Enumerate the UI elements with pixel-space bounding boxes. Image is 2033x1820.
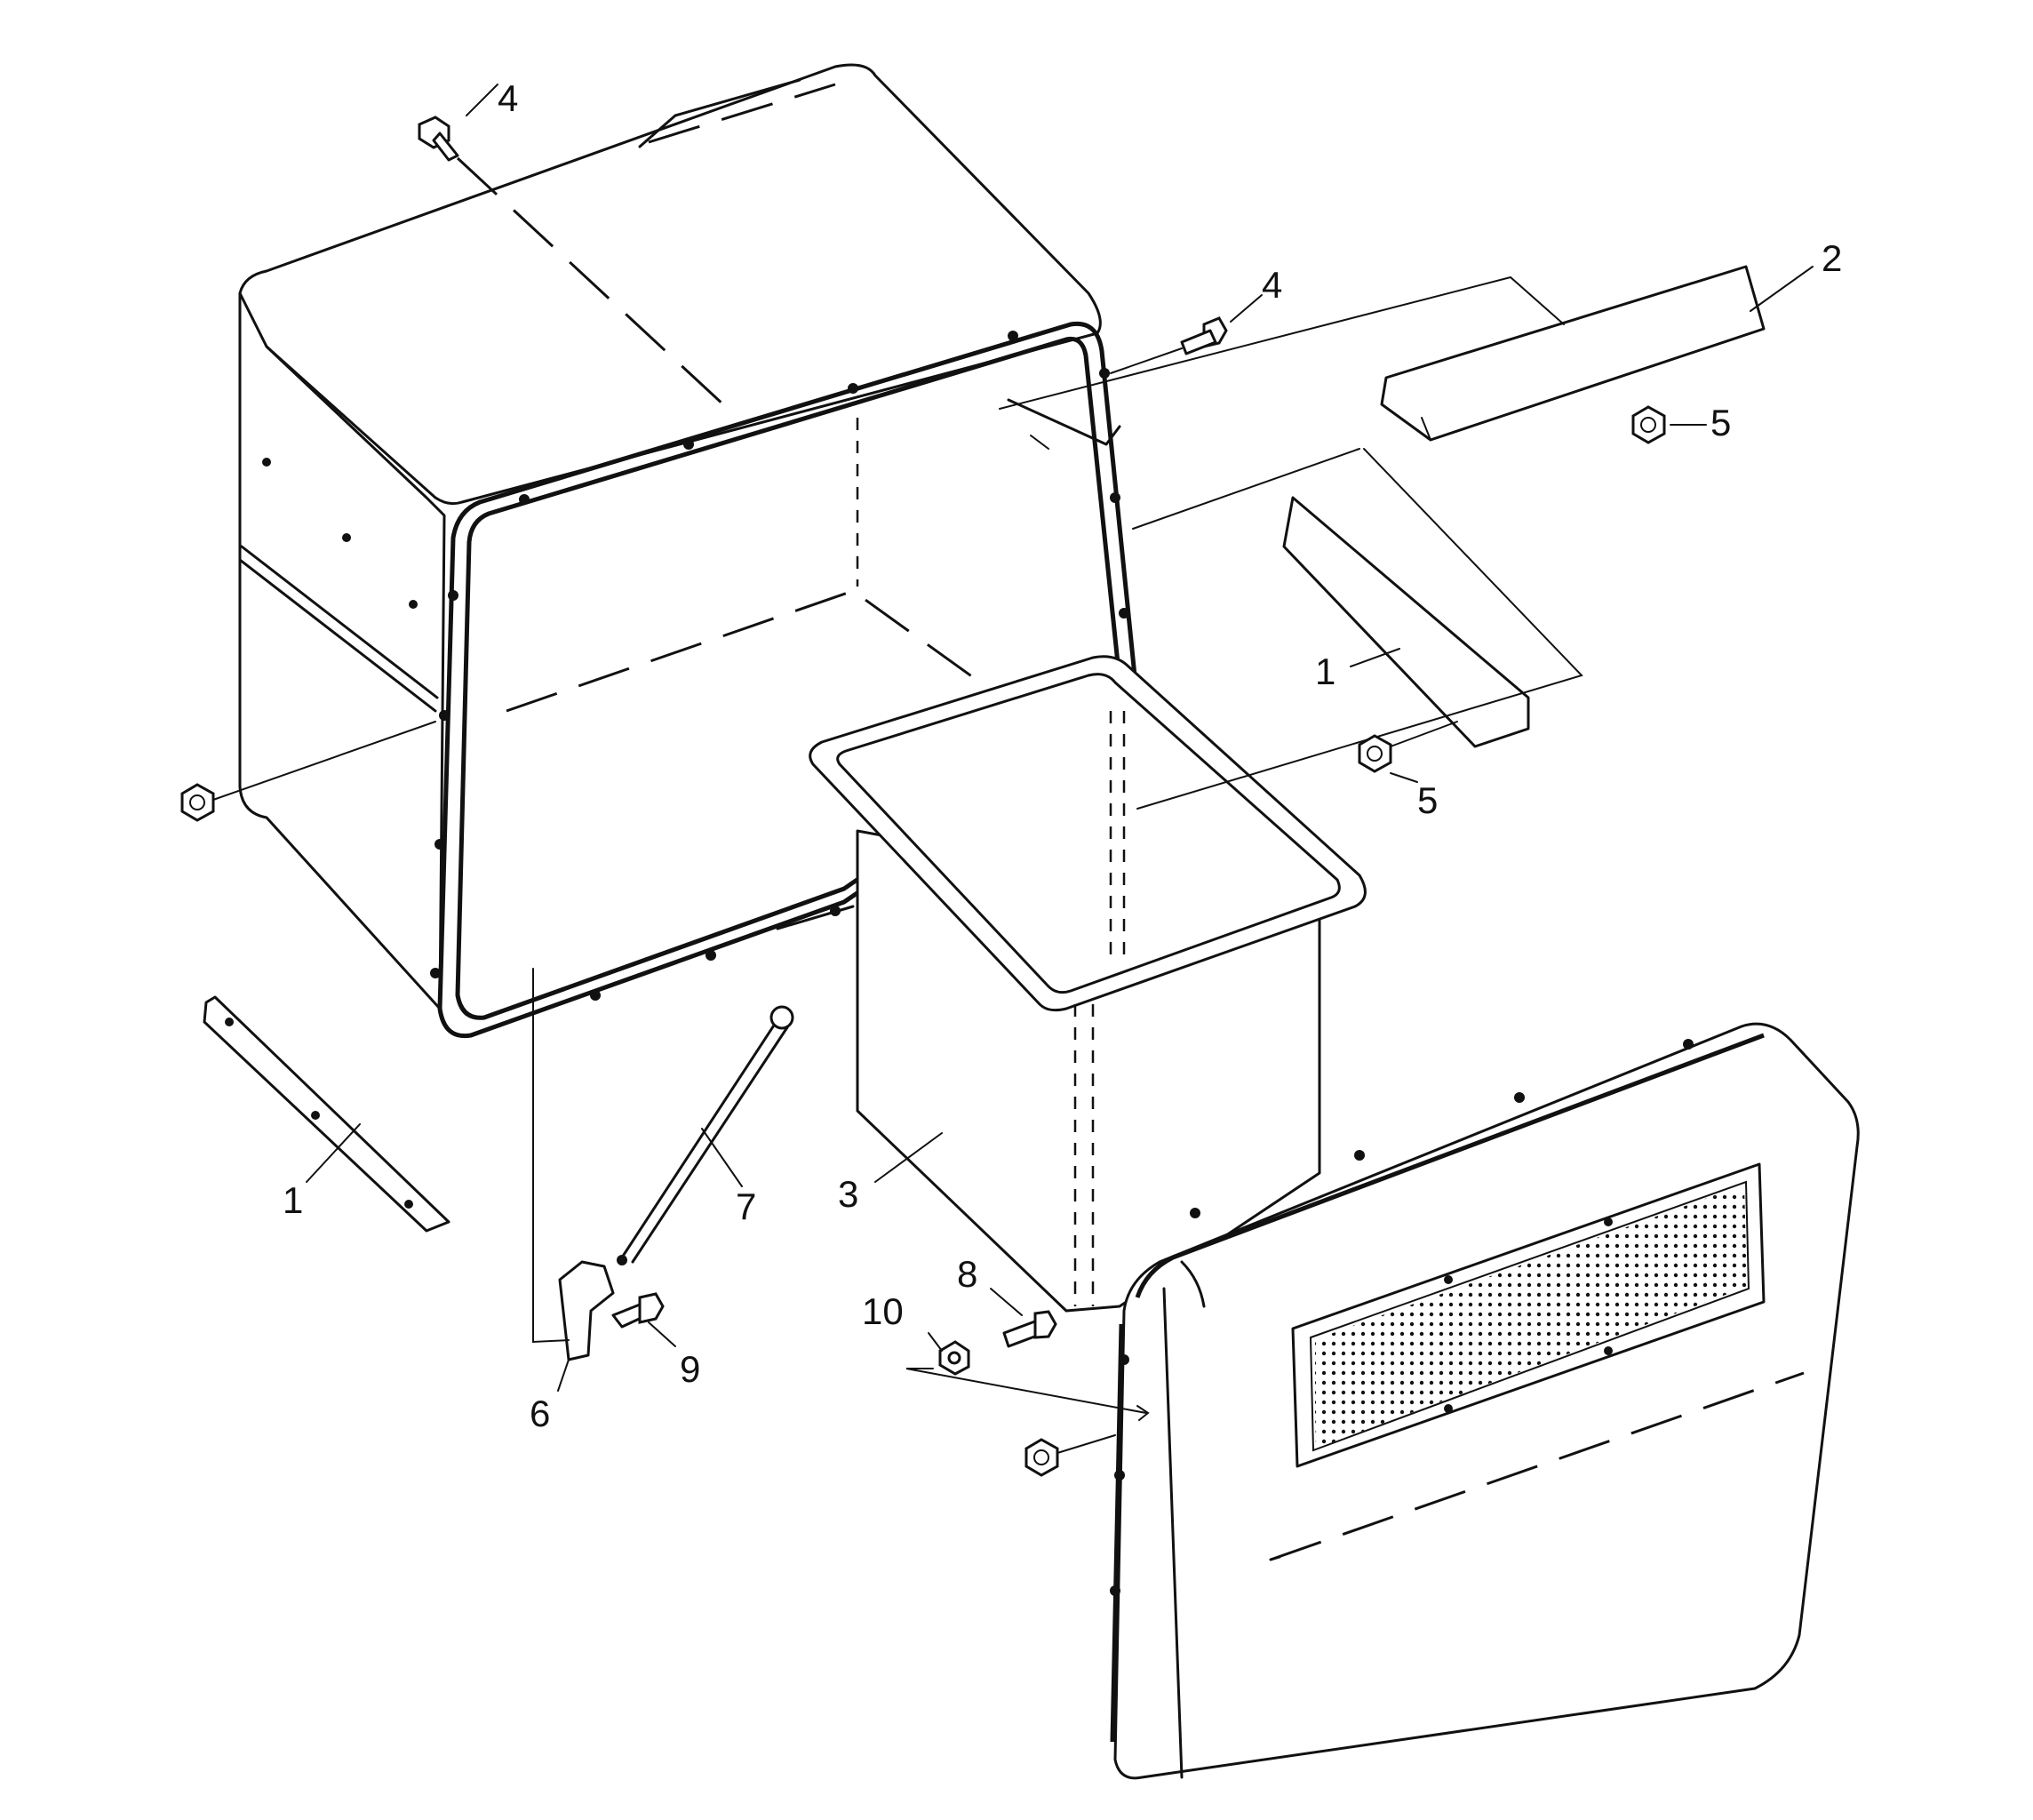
bolt-9 bbox=[611, 1292, 665, 1329]
end-panel bbox=[1110, 1022, 1860, 1780]
callout-nut-top: 5 bbox=[1710, 402, 1731, 443]
bolt-8 bbox=[1002, 1310, 1057, 1348]
bracket-6 bbox=[532, 968, 615, 1361]
callout-labels: 4 4 2 5 1 5 1 7 3 6 9 8 10 bbox=[283, 77, 1842, 1434]
callout-washer: 10 bbox=[862, 1290, 904, 1332]
nut-top-5 bbox=[1631, 405, 1666, 444]
strap-1-right bbox=[1132, 448, 1583, 810]
callout-strap-right: 1 bbox=[1315, 651, 1335, 692]
callout-bolt-lower: 8 bbox=[957, 1253, 977, 1295]
callout-strap-top: 2 bbox=[1822, 237, 1842, 279]
nut-left bbox=[180, 721, 436, 822]
callout-strap-left: 1 bbox=[283, 1179, 303, 1221]
callout-bolt-top-right: 4 bbox=[1262, 264, 1282, 306]
bolt-4-top-right bbox=[1110, 316, 1228, 374]
callout-tank: 3 bbox=[838, 1173, 858, 1215]
nut-lower bbox=[1024, 1434, 1116, 1477]
main-housing bbox=[238, 63, 1140, 1039]
strap-1-left bbox=[203, 995, 450, 1233]
nut-right-5 bbox=[1358, 721, 1458, 773]
bolt-4-top-left bbox=[418, 116, 739, 419]
washer-10 bbox=[905, 1340, 1150, 1421]
leader-lines bbox=[306, 84, 1814, 1392]
rod-7 bbox=[617, 1005, 794, 1265]
callout-bolt-top-left: 4 bbox=[498, 77, 518, 119]
strap-2 bbox=[999, 265, 1766, 450]
callout-bracket: 6 bbox=[530, 1393, 550, 1434]
callout-rod: 7 bbox=[736, 1185, 756, 1227]
callout-nut-right: 5 bbox=[1417, 779, 1438, 821]
callout-bracket-bolt: 9 bbox=[680, 1348, 700, 1390]
tank-3 bbox=[809, 655, 1367, 1313]
